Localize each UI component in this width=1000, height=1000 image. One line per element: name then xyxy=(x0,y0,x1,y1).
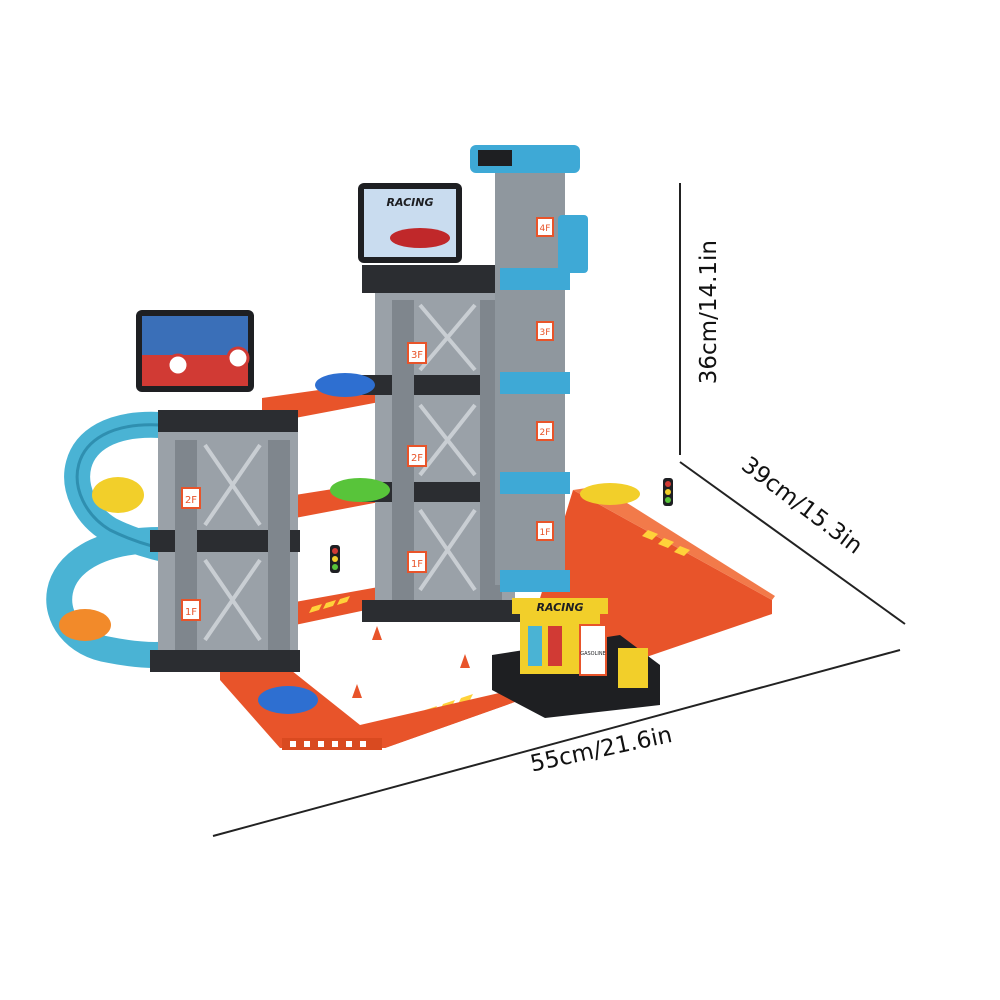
width-dimension-line xyxy=(212,649,901,837)
center-billboard: RACING xyxy=(358,183,462,263)
depth-dimension-line xyxy=(679,461,906,625)
green-car xyxy=(330,478,390,502)
yellow-car-track xyxy=(580,483,640,505)
lift-1f-label: 1F xyxy=(540,528,551,538)
lift-3f-label: 3F xyxy=(540,328,551,338)
left-billboard xyxy=(136,310,254,392)
center-tower-1f-label: 1F xyxy=(411,559,423,570)
gasoline-sign-text: GASOLINE xyxy=(580,651,606,657)
billboard-brand-text: RACING xyxy=(386,196,433,209)
orange-car-ramp xyxy=(59,609,111,641)
blue-lift-tower: 4F 3F 2F 1F xyxy=(470,145,588,592)
left-garage-tower: 2F 1F xyxy=(150,410,300,672)
lift-2f-label: 2F xyxy=(540,428,551,438)
gas-station: RACING GASOLINE xyxy=(492,598,660,718)
center-tower-3f-label: 3F xyxy=(411,350,423,361)
dimension-lines xyxy=(212,183,906,837)
traffic-lights xyxy=(330,478,673,573)
blue-car-top xyxy=(315,373,375,397)
lift-4f-label: 4F xyxy=(540,224,551,234)
left-tower-2f-label: 2F xyxy=(185,495,197,506)
orange-track-front xyxy=(220,655,512,750)
center-tower-2f-label: 2F xyxy=(411,453,423,464)
yellow-car-ramp xyxy=(92,477,144,513)
traffic-cones xyxy=(352,506,710,698)
left-tower-1f-label: 1F xyxy=(185,607,197,618)
toy-cars xyxy=(59,373,640,714)
height-dimension-label: 36cm/14.1in xyxy=(696,240,722,385)
gas-station-brand-text: RACING xyxy=(536,601,583,614)
blue-car-front xyxy=(258,686,318,714)
